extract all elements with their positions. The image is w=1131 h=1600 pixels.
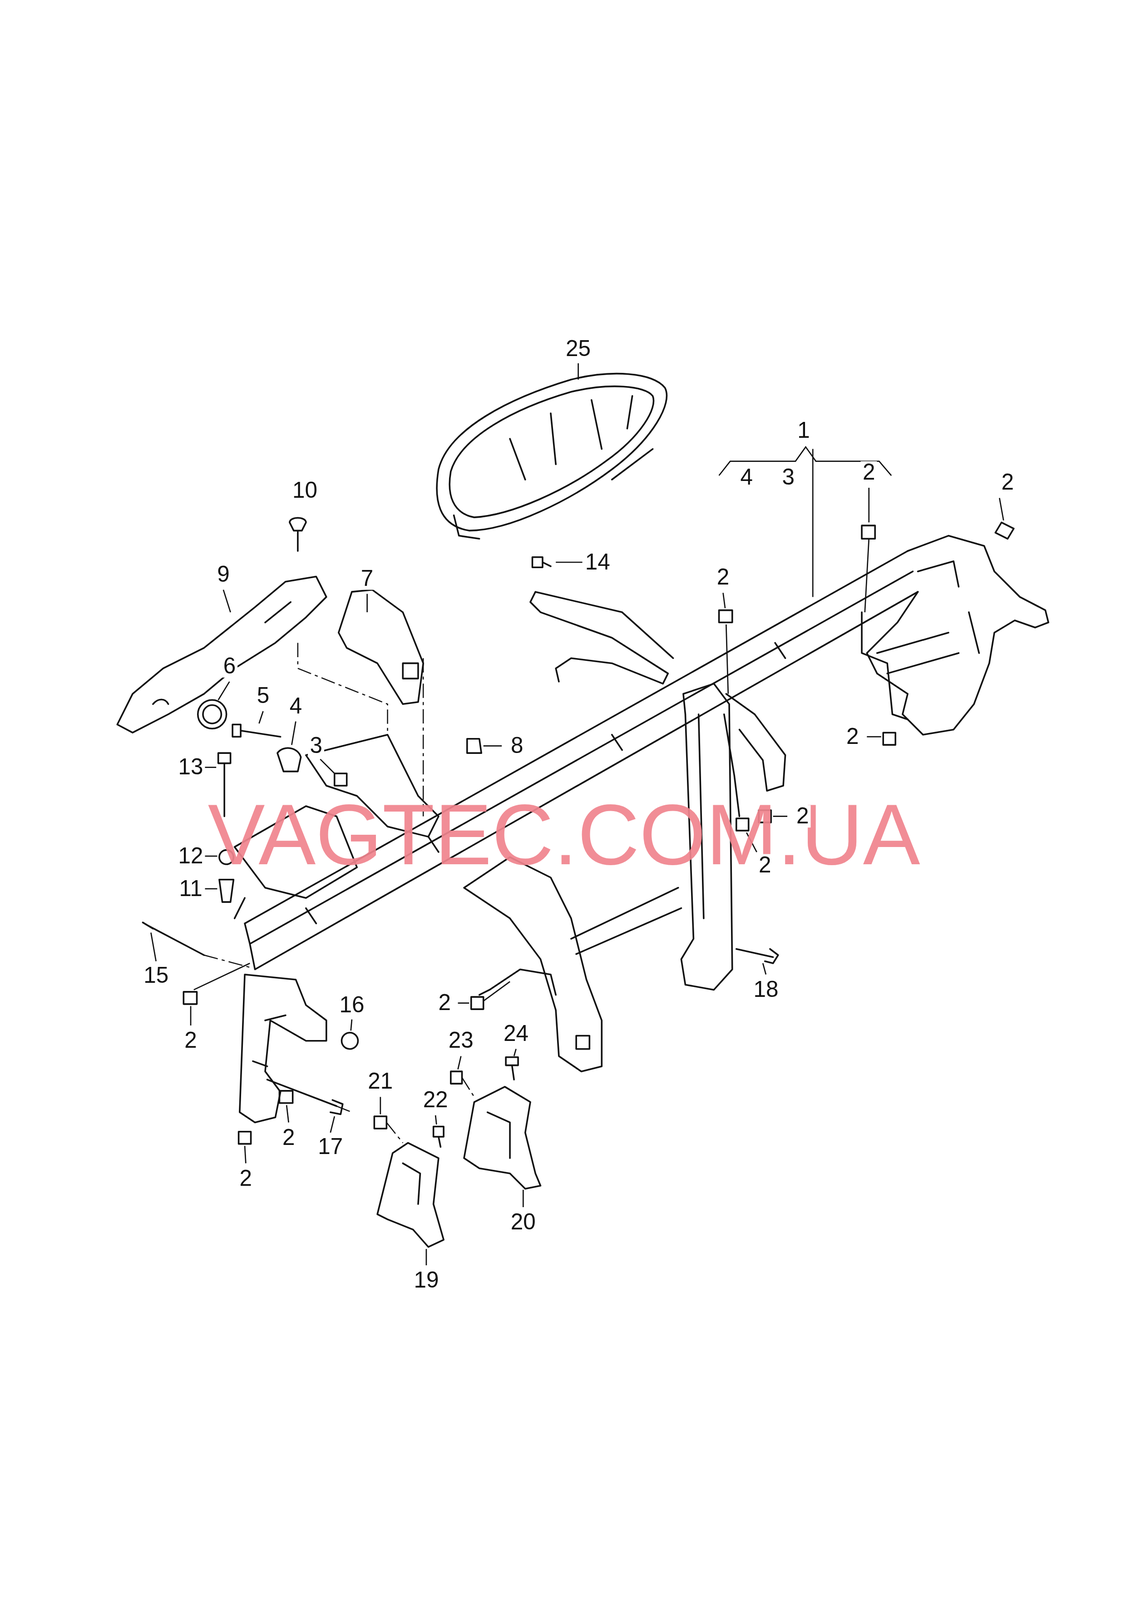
callout-number: 2 (794, 805, 812, 828)
callout-number: 6 (221, 654, 238, 677)
callout-number: 12 (176, 844, 206, 867)
callout-number: 2 (844, 725, 862, 748)
callout-number: 2 (714, 566, 732, 589)
callout-number: 23 (446, 1029, 476, 1052)
callout-number: 2 (280, 1126, 297, 1149)
callout-number: 25 (563, 337, 593, 361)
callout-number: 19 (411, 1269, 441, 1292)
callout-number: 4 (287, 694, 305, 717)
callout-number: 15 (141, 963, 171, 987)
callout-number: 4 (738, 466, 756, 489)
callout-number: 2 (999, 471, 1017, 494)
callout-number: 3 (780, 466, 797, 489)
callout-number: 22 (420, 1088, 450, 1111)
callout-number: 21 (365, 1070, 396, 1093)
callout-number: 2 (237, 1166, 255, 1190)
callout-number: 7 (358, 567, 376, 590)
callout-number: 11 (177, 877, 205, 900)
callout-number: 2 (860, 461, 878, 484)
callout-number: 2 (756, 854, 774, 877)
callout-number: 2 (436, 991, 454, 1014)
callout-number: 2 (182, 1029, 200, 1052)
callout-number: 20 (508, 1210, 538, 1234)
callout-number: 14 (582, 550, 613, 573)
callout-number: 16 (337, 993, 367, 1016)
callout-number: 10 (290, 479, 320, 502)
callout-number: 13 (176, 755, 206, 779)
callout-number: 3 (307, 734, 325, 757)
callout-number: 17 (316, 1135, 346, 1158)
callout-number: 8 (508, 734, 526, 757)
callout-number: 9 (215, 563, 233, 586)
callout-number: 1 (795, 419, 813, 442)
callout-number: 18 (751, 978, 781, 1001)
callout-number: 5 (254, 684, 272, 707)
watermark: VAGTEC.COM.UA (207, 788, 921, 881)
callout-number: 24 (501, 1022, 531, 1045)
